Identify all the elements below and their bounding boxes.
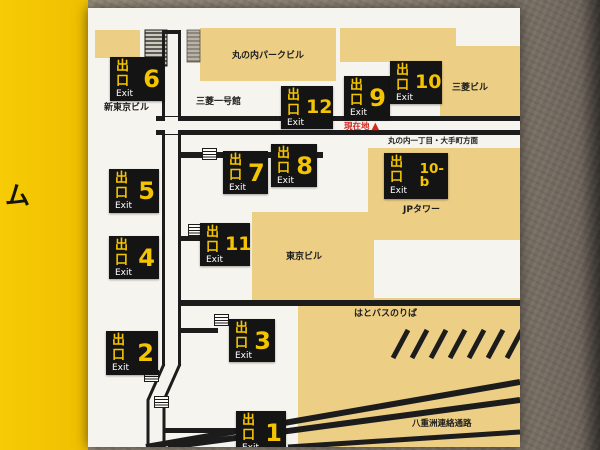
exit-number: 11 xyxy=(225,233,252,255)
sign-yellow-border: ム xyxy=(0,0,88,450)
current-location-label: 現在地▲ xyxy=(344,120,379,132)
exit-sign-jp-label: 出口 xyxy=(242,413,257,443)
label-marunouchi-park-building: 丸の内パークビル xyxy=(232,51,305,61)
exit-sign-jp-label: 出口 xyxy=(235,321,250,351)
exit-sign-en-label: Exit xyxy=(390,186,408,196)
exit-sign-en-label: Exit xyxy=(206,254,224,265)
exit-sign-jp-label: 出口 xyxy=(112,333,127,363)
exit-number: 8 xyxy=(296,151,313,180)
exit-number: 10 xyxy=(415,71,442,93)
exit-number: 9 xyxy=(369,83,386,112)
exit-sign-en-label: Exit xyxy=(242,443,263,447)
label-shin-tokyo-building: 新東京ビル xyxy=(104,103,150,113)
exit-sign-en-label: Exit xyxy=(112,362,130,373)
label-direction-marunouchi-otemachi: 丸の内一丁目・大手町方面 xyxy=(388,136,478,145)
wall-shadow-edge xyxy=(582,0,600,450)
exit-sign-jp-label: 出口 xyxy=(115,238,130,268)
exit-sign-jp-label: 出口 xyxy=(116,59,131,89)
exit-sign-jp-label: 出口 xyxy=(390,155,405,185)
exit-sign-jp-label: 出口 xyxy=(277,146,292,176)
exit-sign-jp-label: 出口 xyxy=(350,78,365,108)
label-mitsubishi-ichigokan: 三菱一号館 xyxy=(196,97,242,107)
exit-number: 12 xyxy=(306,96,333,118)
exit-number: 4 xyxy=(138,243,155,272)
exit-sign-en-label: Exit xyxy=(277,175,295,186)
exit-number: 7 xyxy=(248,158,265,187)
exit-number: 6 xyxy=(143,65,160,93)
exit-sign-en-label: Exit xyxy=(235,350,253,361)
exit-sign-en-label: Exit xyxy=(350,107,368,118)
exit-sign-en-label: Exit xyxy=(287,117,305,128)
label-jp-tower: JPタワー xyxy=(403,205,440,215)
exit-sign-jp-label: 出口 xyxy=(115,171,130,201)
exit-sign-jp-label: 出口 xyxy=(229,153,244,183)
exit-sign-en-label: Exit xyxy=(115,200,133,211)
side-vertical-text: ム xyxy=(5,181,31,210)
exit-sign-en-label: Exit xyxy=(396,92,414,103)
label-hato-bus-stop: はとバスのりば xyxy=(354,309,418,319)
exit-number: 2 xyxy=(137,339,154,367)
exit-number: 1 xyxy=(265,419,282,447)
exit-number: 5 xyxy=(138,177,155,205)
label-yaesu-passage: 八重洲連絡通路 xyxy=(412,419,472,429)
label-tokyo-building: 東京ビル xyxy=(286,252,323,262)
exit-sign-jp-label: 出口 xyxy=(396,63,411,93)
exit-number: 3 xyxy=(254,326,271,355)
station-exit-map: 丸の内パークビル 三菱一号館 三菱ビル 新東京ビル JPタワー 東京ビル はとバ… xyxy=(88,8,520,447)
exit-sign-jp-label: 出口 xyxy=(287,88,302,118)
exit-sign-en-label: Exit xyxy=(115,267,133,278)
exit-sign-en-label: Exit xyxy=(229,182,247,193)
current-location-marker-icon: ▲ xyxy=(371,121,380,132)
current-location-text: 現在地 xyxy=(344,122,370,132)
exit-number: 10-b xyxy=(419,160,444,190)
exit-sign-en-label: Exit xyxy=(116,88,134,99)
label-mitsubishi-building: 三菱ビル xyxy=(452,83,489,93)
exit-sign-jp-label: 出口 xyxy=(206,225,221,255)
